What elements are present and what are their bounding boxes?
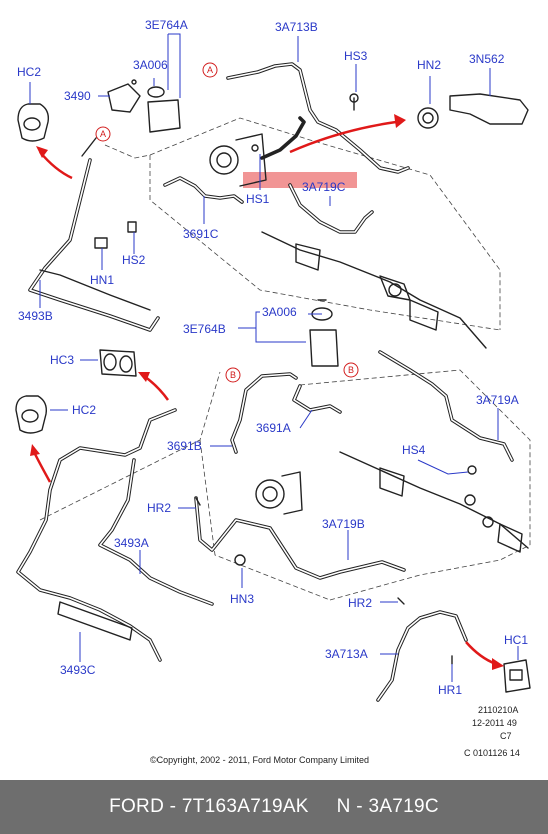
label-3493C: 3493C	[60, 663, 96, 677]
label-HS2: HS2	[122, 253, 146, 267]
callout-a-top-left: A	[81, 126, 111, 157]
label-3691A: 3691A	[256, 421, 291, 435]
svg-text:12-2011 49: 12-2011 49	[472, 718, 517, 728]
label-3A713B: 3A713B	[275, 20, 318, 34]
leader-lines	[29, 33, 519, 682]
label-HN1: HN1	[90, 273, 114, 287]
label-3E764B: 3E764B	[183, 322, 226, 336]
part-labels: 3E764A 3A006 3490 3A713B HS3 HN2 3N562 H…	[17, 18, 528, 697]
label-3493B: 3493B	[18, 309, 53, 323]
callout-a-top-mid: A	[202, 62, 218, 78]
label-HC3: HC3	[50, 353, 74, 367]
drawing-info-block: 2110210A 12-2011 49 C7 C 0101126 14	[464, 705, 520, 758]
label-3490: 3490	[64, 89, 91, 103]
hn2-bracket	[417, 93, 529, 129]
svg-text:C 0101126 14: C 0101126 14	[464, 748, 520, 758]
top-section-pipes	[28, 62, 410, 332]
svg-text:A: A	[100, 129, 106, 139]
hc3-clamp	[99, 349, 137, 377]
label-HR2-right: HR2	[348, 596, 372, 610]
label-HS3: HS3	[344, 49, 368, 63]
label-HC2-top: HC2	[17, 65, 41, 79]
svg-text:B: B	[230, 370, 236, 380]
label-3E764A-top: 3E764A	[145, 18, 188, 32]
label-HS1: HS1	[246, 192, 270, 206]
pump-top	[209, 133, 267, 187]
label-HS4: HS4	[402, 443, 426, 457]
hc1-clamp	[503, 659, 531, 693]
pump-mid	[255, 471, 303, 515]
label-HC1: HC1	[504, 633, 528, 647]
label-3N562: 3N562	[469, 52, 505, 66]
small-fittings-top	[94, 93, 359, 249]
label-HN3: HN3	[230, 592, 254, 606]
svg-text:C7: C7	[500, 731, 512, 741]
parts-diagram: A A B B 3E764A 3A006 3490 3A713B HS3 HN2…	[15, 18, 531, 765]
label-3A006-mid: 3A006	[262, 305, 297, 319]
svg-text:B: B	[348, 365, 354, 375]
copyright-text: ©Copyright, 2002 - 2011, Ford Motor Comp…	[150, 755, 369, 765]
label-3A713A: 3A713A	[325, 647, 368, 661]
reservoir-mid	[309, 299, 339, 367]
label-3A006-top: 3A006	[133, 58, 168, 72]
part-number-footer: FORD - 7T163A719AK N - 3A719C	[0, 780, 548, 834]
label-3691B: 3691B	[167, 439, 202, 453]
label-3A719C: 3A719C	[302, 180, 346, 194]
steering-rack-mid	[339, 451, 529, 553]
label-3493A: 3493A	[114, 536, 149, 550]
steering-rack-top	[261, 231, 487, 349]
label-HR1: HR1	[438, 683, 462, 697]
label-HR2-left: HR2	[147, 501, 171, 515]
label-3691C: 3691C	[183, 227, 219, 241]
label-3A719B: 3A719B	[322, 517, 365, 531]
label-HN2: HN2	[417, 58, 441, 72]
reservoir-top	[107, 79, 181, 133]
label-HC2-mid: HC2	[72, 403, 96, 417]
callout-b-left: B	[225, 367, 241, 383]
highlight-3A719C	[243, 172, 357, 188]
label-3A719A: 3A719A	[476, 393, 519, 407]
svg-text:A: A	[207, 65, 213, 75]
small-fittings-mid	[195, 465, 477, 665]
hc2-clamp-mid	[15, 395, 48, 434]
hc2-clamp-top	[17, 103, 50, 142]
footer-text: FORD - 7T163A719AK N - 3A719C	[109, 796, 439, 817]
middle-section-pipes	[16, 350, 514, 702]
red-arrows	[30, 114, 504, 670]
callout-b-right: B	[343, 362, 359, 378]
svg-text:2110210A: 2110210A	[478, 705, 518, 715]
